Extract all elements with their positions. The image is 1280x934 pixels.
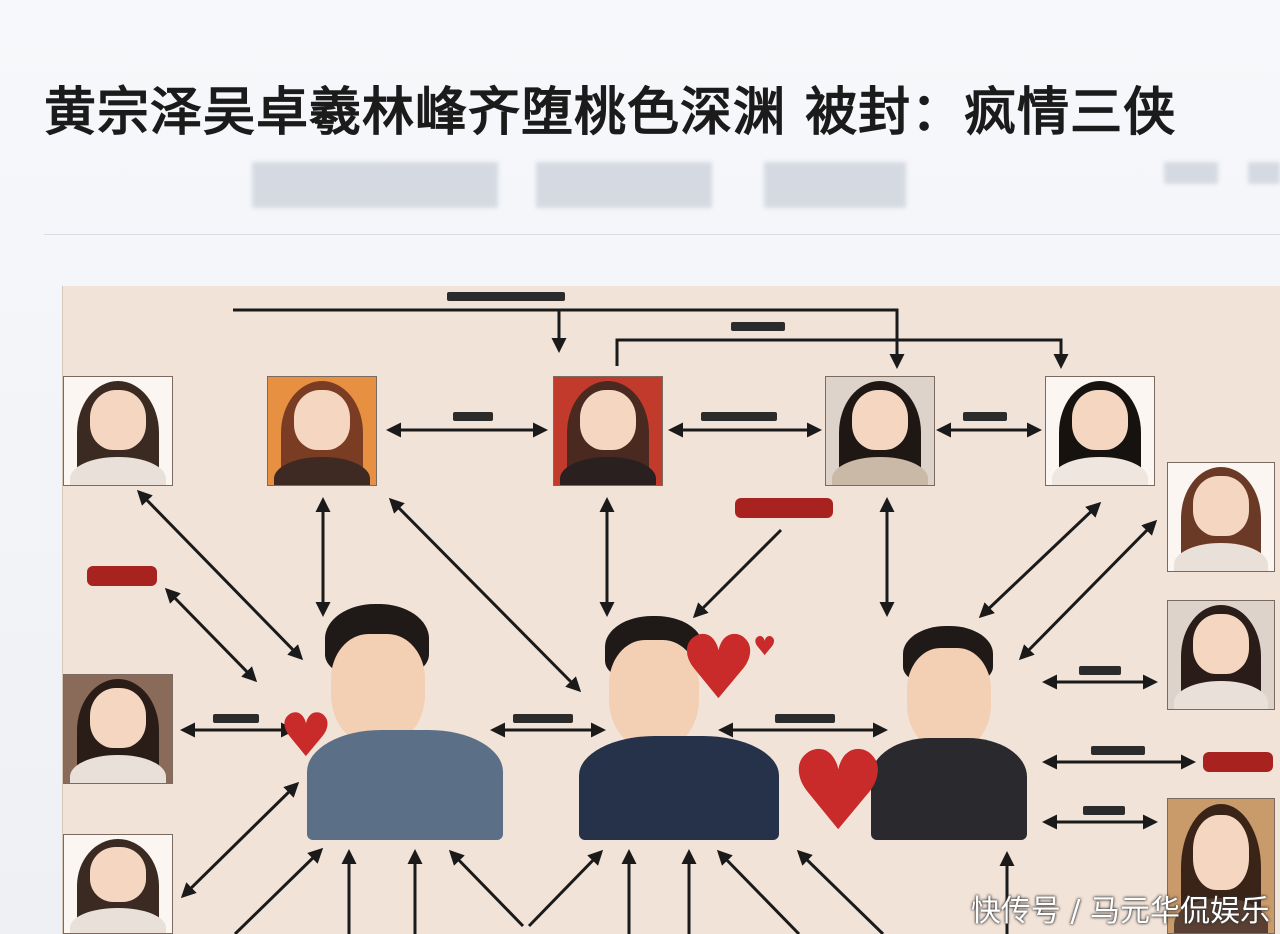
top-connector-1: [233, 308, 905, 369]
portrait-right-3: [1167, 798, 1275, 934]
top-connector-2: [615, 338, 1069, 369]
header-divider: [44, 234, 1280, 235]
blurred-meta-1: [252, 162, 498, 208]
heart-icon: ♥: [789, 727, 888, 855]
link-label-marks: [213, 292, 1145, 815]
link-i: [1018, 519, 1158, 661]
link-b: [164, 587, 258, 683]
heart-icon: ♥: [279, 701, 333, 771]
link-a: [136, 489, 304, 661]
blurred-meta-4: [1164, 162, 1218, 184]
relationship-arrows: [136, 292, 1196, 934]
portrait-right-2: [1167, 600, 1275, 710]
link-f: [692, 528, 783, 619]
portrait-right-1: [1167, 462, 1275, 572]
link-y: [796, 849, 885, 934]
portrait-man-right: [871, 626, 1027, 840]
portrait-left-2: [63, 834, 173, 934]
heart-icon: ♥: [679, 616, 758, 719]
portrait-top-3: [553, 376, 663, 486]
link-q: [233, 847, 324, 934]
portrait-top-4: [825, 376, 935, 486]
relationship-diagram: ♥ ♥ ♥ ♥: [62, 286, 1280, 934]
blurred-meta-3: [764, 162, 906, 208]
blurred-meta-2: [536, 162, 712, 208]
link-x: [716, 849, 801, 934]
link-t: [448, 849, 525, 928]
portrait-man-left: [303, 604, 503, 840]
portrait-left-1: [63, 674, 173, 784]
link-d: [388, 497, 582, 693]
watermark: 快传号 / 马元华侃娱乐: [970, 894, 1270, 929]
link-h: [978, 501, 1102, 619]
portrait-top-2: [267, 376, 377, 486]
heart-icon: ♥: [753, 632, 777, 662]
portrait-man-center: [579, 616, 779, 840]
blurred-meta-5: [1248, 162, 1280, 184]
link-u: [527, 849, 604, 928]
relationship-tag: [1203, 752, 1273, 772]
link-p: [180, 781, 300, 899]
article-headline: 黄宗泽吴卓羲林峰齐堕桃色深渊 被封：疯情三侠: [44, 82, 1177, 143]
relationship-tag: [735, 498, 833, 518]
portrait-top-1: [63, 376, 173, 486]
portrait-top-5: [1045, 376, 1155, 486]
relationship-tag: [87, 566, 157, 586]
